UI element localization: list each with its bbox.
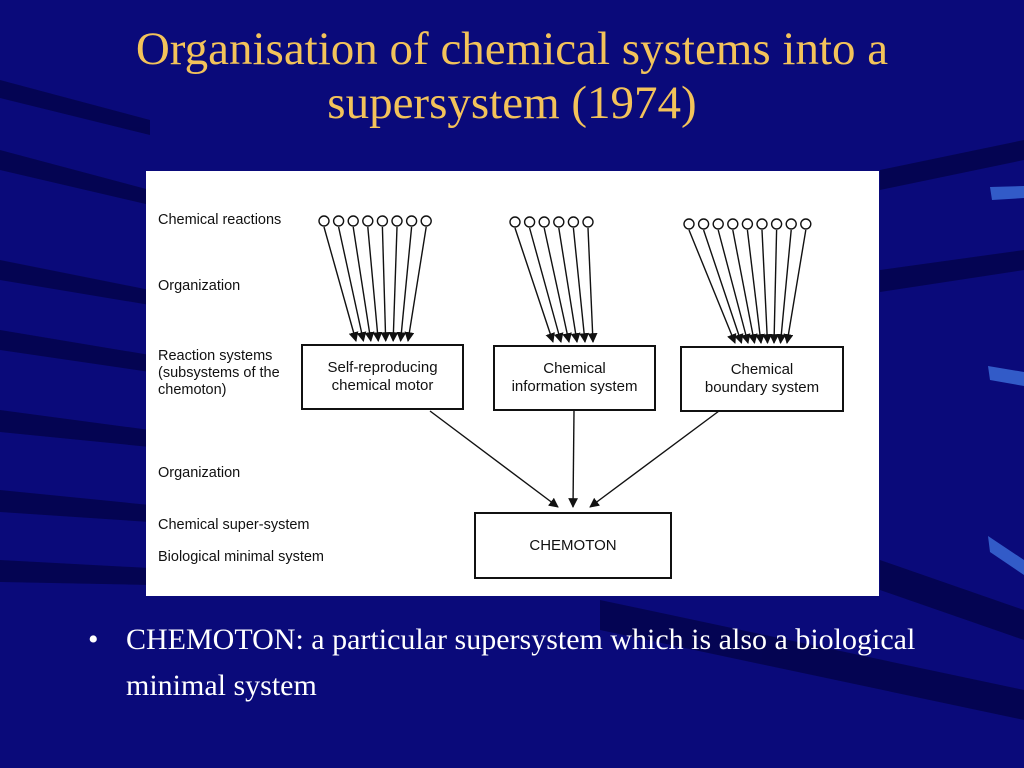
reaction-arrow — [688, 229, 737, 344]
reaction-node — [582, 216, 594, 228]
reaction-group-information — [509, 216, 598, 343]
reaction-node — [523, 216, 536, 228]
row-label-chemical-reactions: Chemical reactions — [158, 212, 282, 228]
bullet-list: • CHEMOTON: a particular supersystem whi… — [88, 617, 948, 709]
reaction-arrow — [572, 227, 589, 343]
reaction-arrow — [702, 229, 744, 344]
reaction-node — [567, 216, 580, 228]
reaction-node — [756, 218, 768, 230]
reaction-group-boundary — [683, 218, 812, 344]
arrow-boundary-to-chemoton — [589, 410, 720, 508]
slide-title: Organisation of chemical systems into a … — [135, 23, 889, 129]
reaction-arrow — [776, 229, 792, 344]
reaction-arrow — [769, 229, 780, 344]
reaction-node — [391, 215, 403, 227]
row-label-reaction-systems: Reaction systems (subsystems of the chem… — [158, 348, 280, 398]
reaction-node — [770, 218, 783, 230]
reaction-node — [553, 216, 565, 228]
reaction-node — [800, 218, 812, 230]
reaction-arrow — [380, 226, 391, 342]
reaction-node — [420, 215, 432, 227]
reaction-arrow — [404, 226, 427, 342]
reaction-node — [405, 215, 418, 227]
reaction-node — [785, 218, 797, 230]
reaction-node — [538, 216, 550, 228]
box-information-system: Chemical information system — [493, 345, 656, 411]
reaction-node — [332, 215, 345, 227]
reaction-arrow — [396, 226, 413, 342]
reaction-arrow — [543, 227, 572, 343]
arrow-information-to-chemoton — [568, 410, 578, 508]
reaction-arrow — [783, 229, 807, 344]
row-label-organization-1: Organization — [158, 278, 241, 294]
row-label-minimal-system: Biological minimal system — [158, 549, 324, 565]
reaction-node — [712, 218, 724, 230]
reaction-arrow — [337, 226, 367, 342]
reaction-node — [697, 218, 710, 230]
reaction-arrow — [367, 226, 383, 342]
row-label-organization-2: Organization — [158, 465, 241, 481]
reaction-arrow — [323, 226, 359, 342]
reaction-arrow — [587, 227, 598, 343]
reaction-arrow — [761, 229, 772, 344]
reaction-arrow — [514, 227, 555, 343]
reaction-node — [741, 218, 754, 230]
box-boundary-system: Chemical boundary system — [680, 346, 844, 412]
diagram-connections — [318, 215, 812, 508]
reaction-arrow — [388, 226, 399, 342]
reaction-arrow — [746, 229, 765, 344]
reaction-arrow — [732, 229, 758, 344]
reaction-node — [509, 216, 521, 228]
reaction-node — [347, 215, 359, 227]
bullet-marker: • — [88, 623, 99, 656]
box-chemoton: CHEMOTON — [474, 512, 672, 579]
bullet-item: • CHEMOTON: a particular supersystem whi… — [88, 617, 948, 709]
bullet-text: CHEMOTON: a particular supersystem which… — [126, 623, 916, 702]
reaction-arrow — [352, 226, 375, 342]
subsystem-to-chemoton-arrows — [429, 410, 720, 508]
chemoton-diagram: Chemical reactions Organization Reaction… — [146, 171, 879, 596]
reaction-node — [683, 218, 695, 230]
reaction-node — [318, 215, 330, 227]
reaction-node — [376, 215, 389, 227]
row-label-super-system: Chemical super-system — [158, 517, 310, 533]
reaction-group-motor — [318, 215, 432, 342]
reaction-node — [727, 218, 739, 230]
box-self-reproducing-motor: Self-reproducing chemical motor — [301, 344, 464, 410]
reaction-arrow — [558, 227, 581, 343]
arrow-motor-to-chemoton — [429, 410, 559, 508]
reaction-arrow — [528, 227, 564, 343]
reaction-node — [362, 215, 374, 227]
reaction-arrow — [717, 229, 751, 344]
